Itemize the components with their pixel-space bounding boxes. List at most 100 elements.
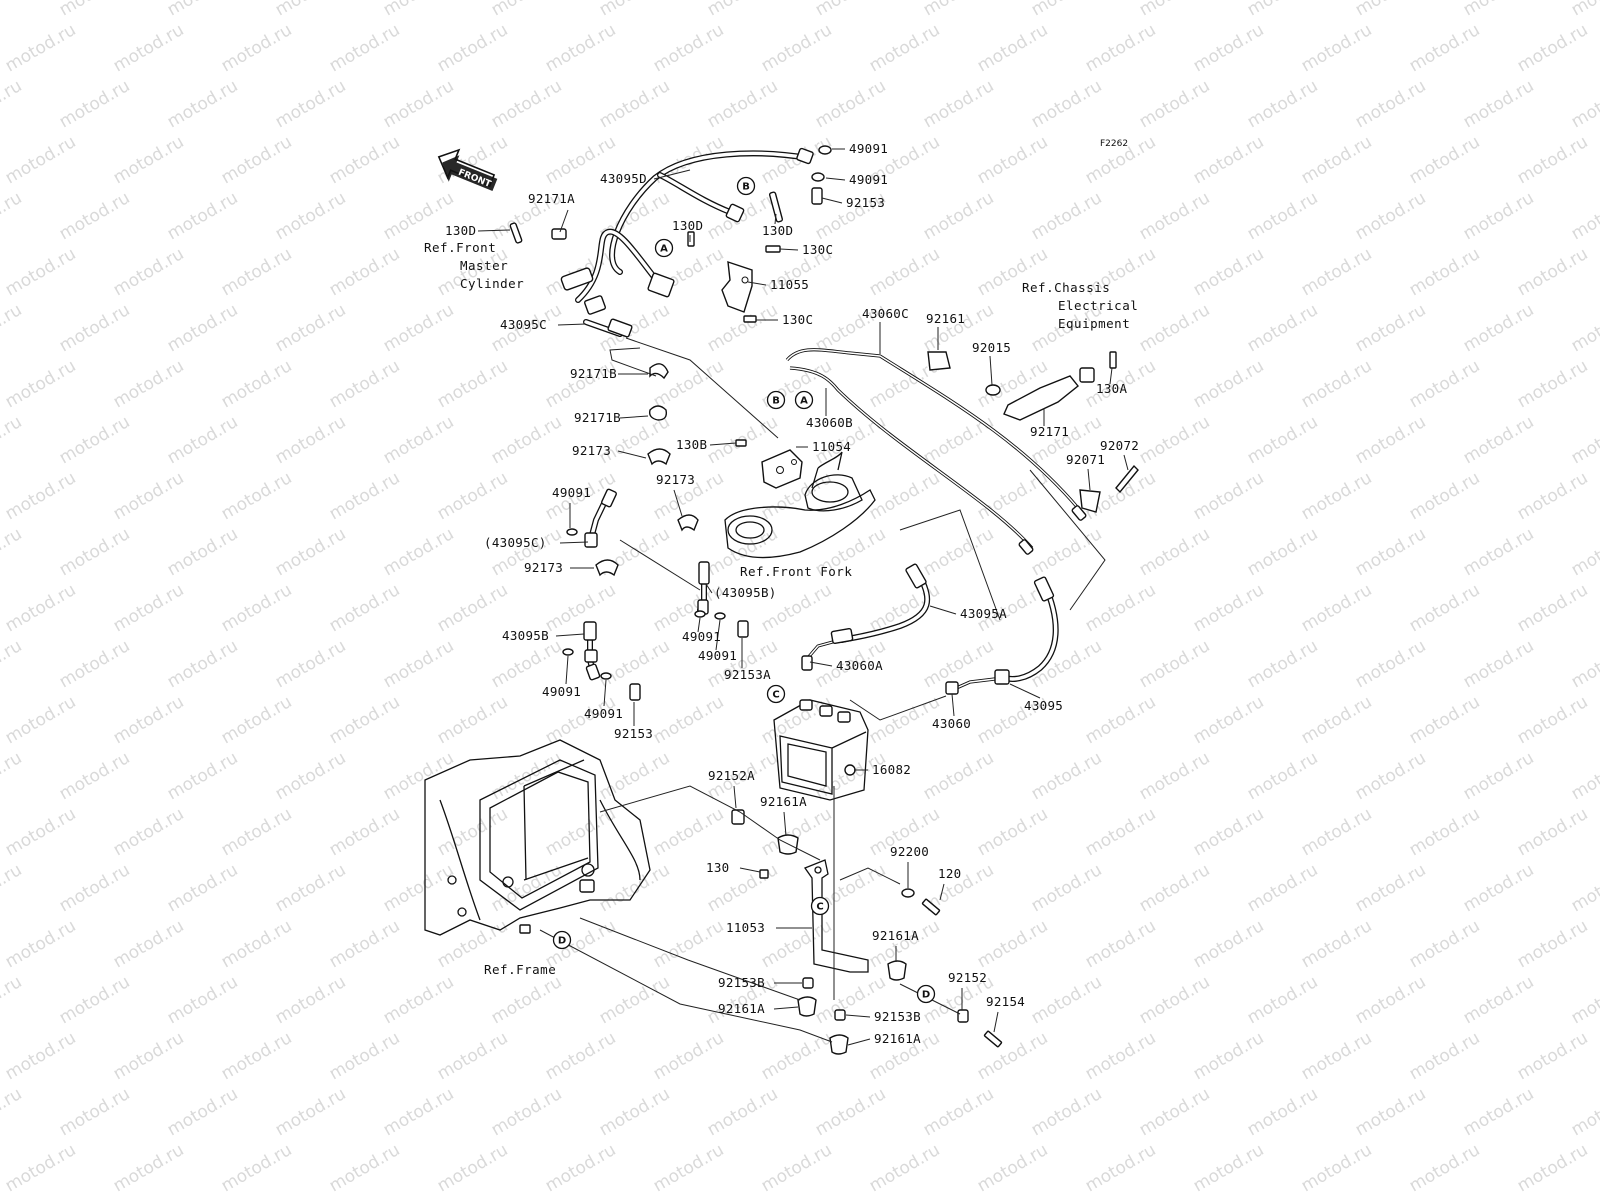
- watermark-text: motod.ru: [0, 76, 25, 132]
- part-label-43095c: (43095C): [484, 535, 547, 550]
- watermark-text: motod.ru: [1136, 0, 1214, 20]
- watermark-text: motod.ru: [164, 860, 242, 916]
- watermark-text: motod.ru: [272, 1196, 350, 1200]
- watermark-text: motod.ru: [866, 20, 944, 76]
- watermark-text: motod.ru: [380, 412, 458, 468]
- part-label-92072: 92072: [1100, 438, 1139, 453]
- watermark-text: motod.ru: [0, 860, 25, 916]
- part-label-49091: 49091: [849, 172, 888, 187]
- part-label-92161: 92161: [926, 311, 965, 326]
- connector-c-marker: C: [810, 896, 830, 916]
- watermark-text: motod.ru: [0, 972, 25, 1028]
- watermark-text: motod.ru: [1082, 692, 1160, 748]
- watermark-text: motod.ru: [1190, 692, 1268, 748]
- watermark-text: motod.ru: [1460, 76, 1538, 132]
- watermark-text: motod.ru: [1460, 972, 1538, 1028]
- watermark-text: motod.ru: [1568, 412, 1600, 468]
- leader-line: [705, 583, 713, 594]
- watermark-text: motod.ru: [1136, 860, 1214, 916]
- watermark-text: motod.ru: [974, 916, 1052, 972]
- watermark-text: motod.ru: [110, 468, 188, 524]
- watermark-text: motod.ru: [380, 860, 458, 916]
- watermark-text: motod.ru: [704, 1084, 782, 1140]
- watermark-text: motod.ru: [56, 636, 134, 692]
- part-label-43095b: (43095B): [714, 585, 777, 600]
- watermark-text: motod.ru: [1082, 1140, 1160, 1196]
- leader-line: [989, 355, 993, 386]
- leader-line: [774, 213, 777, 225]
- leader-line: [617, 450, 647, 459]
- watermark-text: motod.ru: [164, 0, 242, 20]
- watermark-text: motod.ru: [434, 692, 512, 748]
- part-label-92173: 92173: [572, 443, 611, 458]
- part-label-92200: 92200: [890, 844, 929, 859]
- part-label-11054: 11054: [812, 439, 851, 454]
- assembly-line: [1029, 469, 1106, 611]
- part-label-120: 120: [938, 866, 961, 881]
- watermark-text: motod.ru: [326, 692, 404, 748]
- watermark-text: motod.ru: [1136, 300, 1214, 356]
- part-label-49091: 49091: [584, 706, 623, 721]
- watermark-text: motod.ru: [1514, 916, 1592, 972]
- watermark-text: motod.ru: [0, 412, 25, 468]
- watermark-text: motod.ru: [1136, 1084, 1214, 1140]
- part-label-92171b: 92171B: [570, 366, 617, 381]
- ref-chassis-2: Electrical: [1058, 298, 1138, 313]
- watermark-text: motod.ru: [326, 468, 404, 524]
- part-label-43060a: 43060A: [836, 658, 883, 673]
- watermark-text: motod.ru: [218, 1028, 296, 1084]
- watermark-text: motod.ru: [1082, 580, 1160, 636]
- watermark-text: motod.ru: [650, 20, 728, 76]
- watermark-text: motod.ru: [1460, 188, 1538, 244]
- watermark-text: motod.ru: [974, 804, 1052, 860]
- watermark-text: motod.ru: [1190, 468, 1268, 524]
- watermark-text: motod.ru: [2, 804, 80, 860]
- ref-chassis-3: Equipment: [1058, 316, 1130, 331]
- watermark-text: motod.ru: [542, 20, 620, 76]
- leader-line: [709, 442, 737, 446]
- watermark-text: motod.ru: [326, 356, 404, 412]
- reference-texts: Ref.Front Master Cylinder Ref.Chassis El…: [424, 240, 1138, 977]
- watermark-text: motod.ru: [326, 580, 404, 636]
- watermark-text: motod.ru: [1136, 524, 1214, 580]
- watermark-text: motod.ru: [1406, 20, 1484, 76]
- assembly-line: [579, 917, 801, 1001]
- watermark-text: motod.ru: [1028, 1084, 1106, 1140]
- watermark-text: motod.ru: [1298, 468, 1376, 524]
- watermark-text: motod.ru: [2, 20, 80, 76]
- leader-line: [847, 1038, 871, 1046]
- watermark-text: motod.ru: [1244, 0, 1322, 20]
- part-label-43060: 43060: [932, 716, 971, 731]
- watermark-text: motod.ru: [272, 188, 350, 244]
- fittings: [509, 145, 1139, 701]
- watermark-text: motod.ru: [164, 636, 242, 692]
- ref-chassis-1: Ref.Chassis: [1022, 280, 1110, 295]
- part-label-92015: 92015: [972, 340, 1011, 355]
- watermark-text: motod.ru: [380, 1196, 458, 1200]
- watermark-text: motod.ru: [2, 1140, 80, 1196]
- watermark-text: motod.ru: [434, 580, 512, 636]
- leader-line: [809, 661, 833, 667]
- watermark-text: motod.ru: [1136, 748, 1214, 804]
- watermark-text: motod.ru: [1244, 860, 1322, 916]
- watermark-text: motod.ru: [1352, 0, 1430, 20]
- part-label-92161a: 92161A: [718, 1001, 765, 1016]
- watermark-text: motod.ru: [56, 1196, 134, 1200]
- watermark-text: motod.ru: [1514, 468, 1592, 524]
- watermark-text: motod.ru: [1244, 524, 1322, 580]
- part-label-92161a: 92161A: [760, 794, 807, 809]
- watermark-text: motod.ru: [920, 1196, 998, 1200]
- watermark-text: motod.ru: [380, 636, 458, 692]
- watermark-text: motod.ru: [866, 580, 944, 636]
- watermark-text: motod.ru: [1568, 300, 1600, 356]
- part-label-92071: 92071: [1066, 452, 1105, 467]
- connector-a-marker: A: [654, 238, 674, 258]
- part-label-92161a: 92161A: [874, 1031, 921, 1046]
- watermark-text: motod.ru: [1568, 1084, 1600, 1140]
- assembly-line: [599, 785, 821, 861]
- connector-letter: D: [922, 990, 930, 1001]
- part-label-92171b: 92171B: [574, 410, 621, 425]
- connector-b-marker: B: [736, 176, 756, 196]
- watermark-text: motod.ru: [1514, 1140, 1592, 1196]
